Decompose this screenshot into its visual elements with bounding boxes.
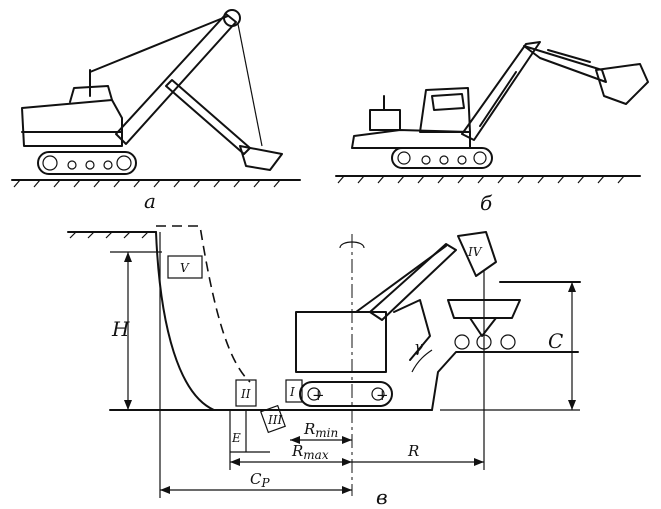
ground-hatch-b: [337, 175, 625, 184]
label-cp: CP: [250, 470, 270, 490]
cab-b: [419, 87, 471, 133]
label-c: C: [548, 329, 563, 353]
cab-window-b: [431, 93, 465, 111]
label-rmin-main: R: [303, 420, 315, 438]
label-rmin-sub: min: [315, 426, 338, 440]
panel-label-a: а: [144, 189, 156, 213]
truck-body: [447, 299, 521, 319]
bucket-position-iii: [260, 404, 286, 434]
dipper-stick-a: [165, 79, 251, 155]
panel-label-b: б: [480, 191, 493, 215]
label-rmin: Rmin: [303, 420, 338, 440]
boom-v: [369, 243, 457, 321]
stick-v: [393, 299, 431, 361]
loading-bench: [431, 351, 579, 411]
hoist-rope-a: [237, 23, 263, 147]
engine-box-b: [369, 109, 401, 131]
label-rmax-sub: max: [303, 448, 329, 462]
crawler-track-v: [299, 381, 393, 407]
label-cp-main: C: [250, 470, 262, 488]
crawler-track-a: [37, 151, 137, 175]
label-zone-iii: III: [267, 413, 282, 427]
machine-house-v: [295, 311, 387, 373]
track-wheels-b: [397, 151, 487, 165]
label-zone-iv: IV: [467, 245, 483, 259]
label-zone-i: I: [289, 385, 295, 399]
label-zone-v: V: [180, 261, 190, 275]
boom-cylinder-b: [479, 71, 517, 127]
label-rmax: Rmax: [291, 442, 329, 462]
angle-gamma-arc: [411, 349, 433, 373]
panel-v-working-scheme: + +: [67, 225, 581, 498]
bucket-position-v: [167, 255, 203, 279]
boom-pendant-a: [89, 15, 229, 73]
stick-b: [523, 45, 607, 83]
bucket-position-ii: [235, 379, 257, 407]
ground-hatch-a: [13, 179, 281, 188]
stick-cylinder-b: [547, 49, 591, 63]
panel-label-v: в: [376, 485, 388, 509]
label-e: E: [231, 431, 241, 445]
bucket-position-i: [285, 379, 303, 403]
panel-a-shovel-excavator: [11, 9, 301, 188]
rotation-arrow: [339, 241, 365, 249]
boom-b: [461, 41, 541, 141]
truck-wheels: [454, 334, 516, 350]
track-wheels-a: [42, 155, 132, 171]
boom-a: [115, 13, 237, 145]
label-rmax-main: R: [291, 442, 303, 460]
label-r: R: [407, 442, 419, 460]
label-h: H: [111, 317, 130, 341]
excavation-face: [155, 231, 215, 411]
panel-b-backhoe-excavator: [335, 41, 649, 184]
label-gamma: γ: [414, 338, 423, 356]
bucket-b: [595, 63, 649, 105]
digging-trajectory: [156, 225, 251, 383]
bucket-a: [239, 145, 283, 171]
crawler-track-b: [391, 147, 493, 169]
track-wheel-mark-left: +: [312, 386, 325, 404]
label-cp-sub: P: [260, 476, 270, 490]
bucket-position-iv: [457, 231, 497, 277]
machine-house-a: [21, 99, 123, 147]
track-wheel-mark-right: +: [376, 386, 389, 404]
label-zone-ii: II: [240, 387, 251, 401]
